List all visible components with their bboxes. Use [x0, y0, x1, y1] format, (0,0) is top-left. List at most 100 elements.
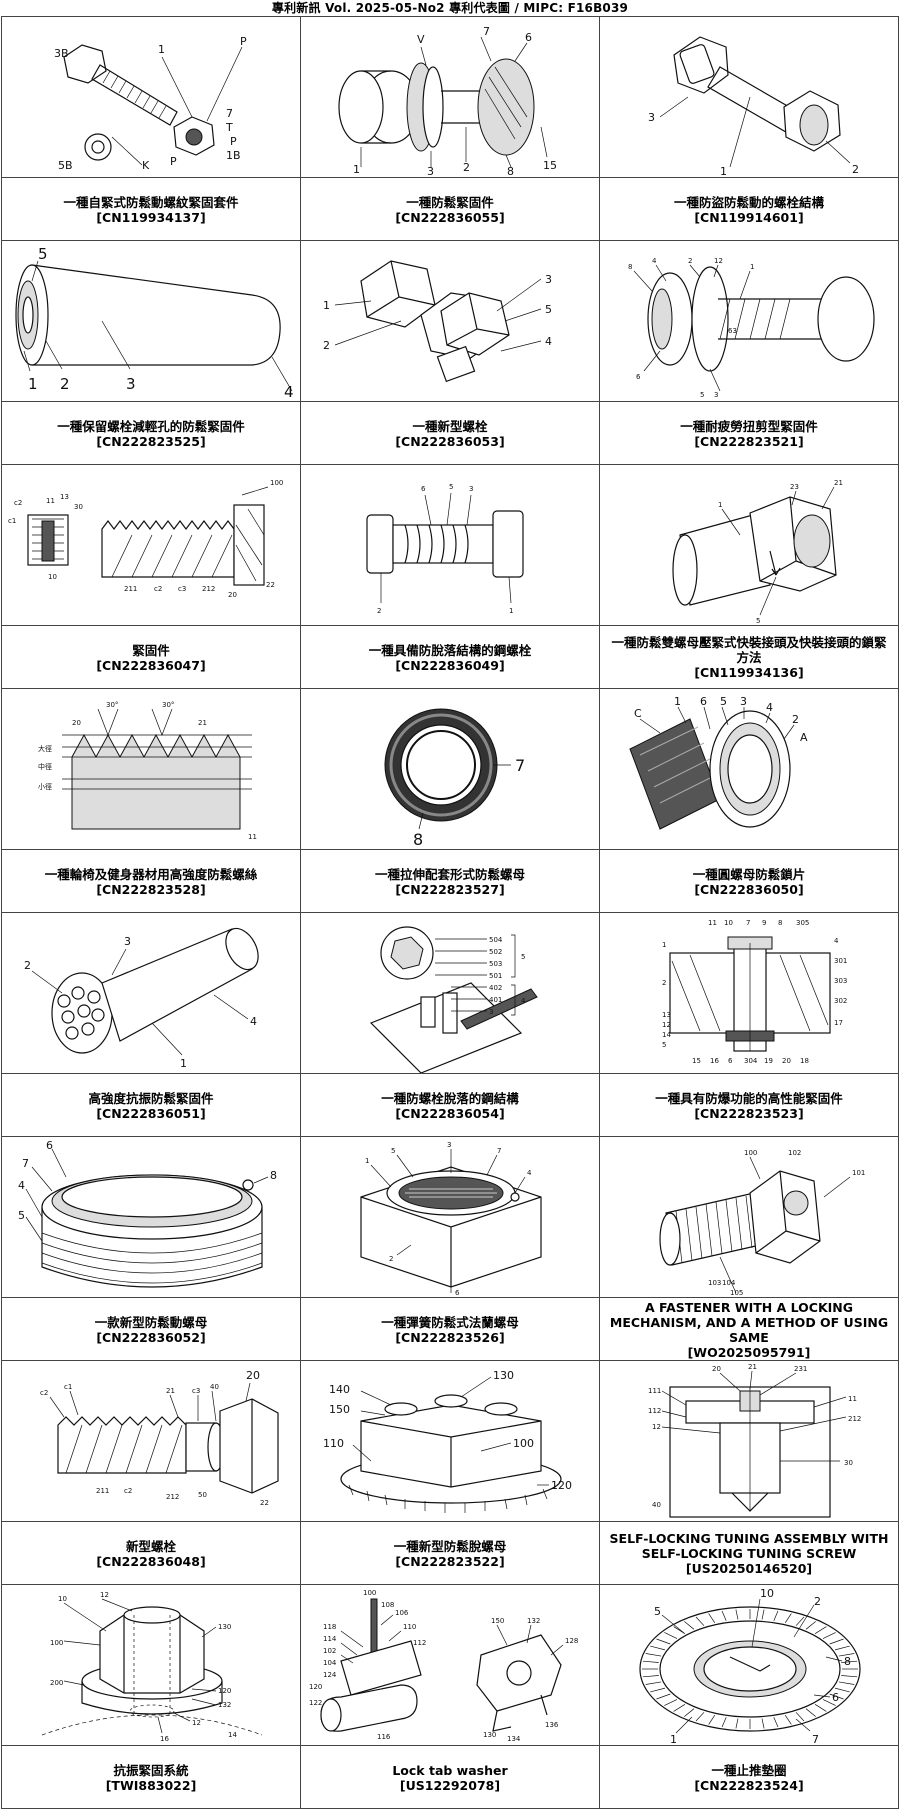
figure-label: 8	[628, 263, 632, 271]
figure-label: 6	[728, 1057, 733, 1065]
patent-card-19[interactable]: c2 c1 21 c3 40 20 211 c2 212 50 22 新型螺栓 …	[2, 1361, 301, 1585]
patent-number[interactable]: [CN222836048]	[96, 1554, 205, 1569]
figure-label: 1	[718, 501, 722, 509]
patent-card-17[interactable]: 5 3 7 4 1 2 6 一種彈簧防鬆式法蘭螺母 [CN222823526]	[301, 1137, 600, 1361]
figure-label: 21	[834, 479, 843, 487]
figure-label: 212	[848, 1415, 861, 1423]
patent-caption: 抗振緊固系統 [TWI883022]	[2, 1746, 300, 1809]
figure-label: 17	[834, 1019, 843, 1027]
patent-title: Lock tab washer	[392, 1763, 507, 1778]
figure-drawing: 5 10 2 8 6 1 7	[600, 1585, 898, 1745]
patent-card-13[interactable]: 2 3 4 1 高強度抗振防鬆緊固件 [CN222836051]	[2, 913, 301, 1137]
patent-card-23[interactable]: 100 108 106 110 112 118 114 102 104 122 …	[301, 1585, 600, 1809]
patent-figure-21: 20 21 231 111 11 112 212 12 30 40	[600, 1361, 898, 1522]
patent-card-1[interactable]: 3B 1 P 7 T P 1B P 5B K 一種自緊式防鬆動螺紋緊固套件 [C…	[2, 17, 301, 241]
figure-label: c3	[192, 1387, 200, 1395]
patent-title: 一種止推墊圈	[711, 1763, 786, 1778]
patent-card-14[interactable]: 504 502 503 501 402 401 3 5 4 一種防螺栓脫落的鋼結…	[301, 913, 600, 1137]
figure-label: 200	[50, 1679, 63, 1687]
patent-number[interactable]: [TWI883022]	[106, 1778, 197, 1793]
patent-number[interactable]: [CN222836049]	[395, 658, 504, 673]
patent-card-7[interactable]: c2 c1 11 13 30 10 211 c2 c3 212 20 22 10…	[2, 465, 301, 689]
figure-label: 104	[323, 1659, 337, 1667]
patent-card-4[interactable]: 5 1 2 3 4 一種保留螺栓減輕孔的防鬆緊固件 [CN222823525]	[2, 241, 301, 465]
patent-number[interactable]: [CN222836053]	[395, 434, 504, 449]
figure-label: V	[417, 33, 425, 46]
patent-card-3[interactable]: 3 1 2 一種防盜防鬆動的螺栓結構 [CN119914601]	[600, 17, 899, 241]
patent-card-24[interactable]: 5 10 2 8 6 1 7 一種止推墊圈 [CN222823524]	[600, 1585, 899, 1809]
patent-card-21[interactable]: 20 21 231 111 11 112 212 12 30 40 SELF-L…	[600, 1361, 899, 1585]
patent-title: 一種自緊式防鬆動螺紋緊固套件	[63, 195, 238, 210]
figure-drawing: 23 21 1 5	[600, 465, 898, 625]
figure-label: 231	[794, 1365, 807, 1373]
patent-number[interactable]: [CN222836054]	[395, 1106, 504, 1121]
patent-card-2[interactable]: V 7 6 1 3 2 8 15 一種防鬆緊固件 [CN222836055]	[301, 17, 600, 241]
figure-label: 30	[74, 503, 83, 511]
figure-drawing: 140 150 130 100 110 120	[301, 1361, 599, 1521]
patent-caption: 一種自緊式防鬆動螺紋緊固套件 [CN119934137]	[2, 178, 300, 241]
figure-label: 4	[18, 1179, 25, 1192]
patent-number[interactable]: [CN222836047]	[96, 658, 205, 673]
patent-number[interactable]: [CN222823526]	[395, 1330, 504, 1345]
figure-label: c3	[178, 585, 186, 593]
figure-label: 100	[50, 1639, 63, 1647]
patent-number[interactable]: [CN222836055]	[395, 210, 504, 225]
figure-label: 12	[652, 1423, 661, 1431]
patent-number[interactable]: [CN222823522]	[395, 1554, 504, 1569]
figure-label: 120	[309, 1683, 322, 1691]
patent-card-9[interactable]: 23 21 1 5 一種防鬆雙螺母壓緊式快裝接頭及快裝接頭的鎖緊方法 [CN11…	[600, 465, 899, 689]
figure-label: 6	[700, 695, 707, 708]
patent-number[interactable]: [CN222823524]	[694, 1778, 803, 1793]
patent-caption: 一種拉伸配套形式防鬆螺母 [CN222823527]	[301, 850, 599, 913]
figure-label: 14	[662, 1031, 671, 1039]
patent-card-12[interactable]: C 1 6 5 3 4 2 A 一種圓螺母防鬆鎖片 [CN222836050]	[600, 689, 899, 913]
patent-card-16[interactable]: 6 7 4 5 8 一款新型防鬆動螺母 [CN222836052]	[2, 1137, 301, 1361]
patent-number[interactable]: [CN222836050]	[694, 882, 803, 897]
patent-number[interactable]: [CN119934136]	[694, 665, 803, 680]
patent-caption: 緊固件 [CN222836047]	[2, 626, 300, 689]
patent-number[interactable]: [CN119934137]	[96, 210, 205, 225]
patent-card-5[interactable]: 1 2 3 5 4 一種新型螺栓 [CN222836053]	[301, 241, 600, 465]
patent-number[interactable]: [CN222823528]	[96, 882, 205, 897]
patent-card-15[interactable]: 11 10 7 9 8 305 1 4 301 2 303 302 13 12 …	[600, 913, 899, 1137]
figure-label: 211	[96, 1487, 109, 1495]
patent-number[interactable]: [US12292078]	[400, 1778, 500, 1793]
figure-label: 4	[545, 335, 552, 348]
figure-label: 22	[260, 1499, 269, 1507]
patent-title: 高強度抗振防鬆緊固件	[88, 1091, 213, 1106]
patent-figure-8: 6 5 3 2 1	[301, 465, 599, 626]
figure-label: 11	[848, 1395, 857, 1403]
figure-label: 6	[525, 31, 532, 44]
figure-drawing: 6 7 4 5 8	[2, 1137, 300, 1297]
patent-card-11[interactable]: 7 8 一種拉伸配套形式防鬆螺母 [CN222823527]	[301, 689, 600, 913]
figure-label: 10	[48, 573, 57, 581]
figure-label: 1	[323, 299, 330, 312]
patent-number[interactable]: [CN222823521]	[694, 434, 803, 449]
patent-card-22[interactable]: 10 12 130 100 200 120 132 16 12 14 抗振緊固系…	[2, 1585, 301, 1809]
patent-number[interactable]: [CN119914601]	[694, 210, 803, 225]
figure-label: 130	[218, 1623, 231, 1631]
patent-card-10[interactable]: 30° 30° 20 21 大徑 中徑 小徑 11 一種輪椅及健身器材用高強度防…	[2, 689, 301, 913]
patent-number[interactable]: [WO2025095791]	[688, 1345, 811, 1360]
patent-card-18[interactable]: 100 102 101 103 104 105 A FASTENER WITH …	[600, 1137, 899, 1361]
patent-number[interactable]: [CN222836051]	[96, 1106, 205, 1121]
patent-number[interactable]: [CN222836052]	[96, 1330, 205, 1345]
figure-label: 102	[788, 1149, 801, 1157]
patent-figure-6: 8 4 2 12 1 63 6 3 5	[600, 241, 898, 402]
figure-label: 112	[413, 1639, 426, 1647]
patent-card-6[interactable]: 8 4 2 12 1 63 6 3 5 一種耐疲勞扭剪型緊固件 [CN22282…	[600, 241, 899, 465]
patent-caption: SELF-LOCKING TUNING ASSEMBLY WITH SELF-L…	[600, 1522, 898, 1585]
patent-card-20[interactable]: 140 150 130 100 110 120 一種新型防鬆脫螺母 [CN222…	[301, 1361, 600, 1585]
patent-number[interactable]: [US20250146520]	[686, 1561, 812, 1576]
figure-label: T	[225, 121, 233, 134]
patent-number[interactable]: [CN222823525]	[96, 434, 205, 449]
patent-figure-14: 504 502 503 501 402 401 3 5 4	[301, 913, 599, 1074]
patent-number[interactable]: [CN222823527]	[395, 882, 504, 897]
patent-card-8[interactable]: 6 5 3 2 1 一種具備防脫落結構的鋼螺栓 [CN222836049]	[301, 465, 600, 689]
figure-label: 4	[766, 701, 773, 714]
figure-label: 13	[60, 493, 69, 501]
patent-number[interactable]: [CN222823523]	[694, 1106, 803, 1121]
figure-label: 136	[545, 1721, 559, 1729]
patent-title: 一種拉伸配套形式防鬆螺母	[375, 867, 525, 882]
patent-title: 一種新型防鬆脫螺母	[394, 1539, 507, 1554]
